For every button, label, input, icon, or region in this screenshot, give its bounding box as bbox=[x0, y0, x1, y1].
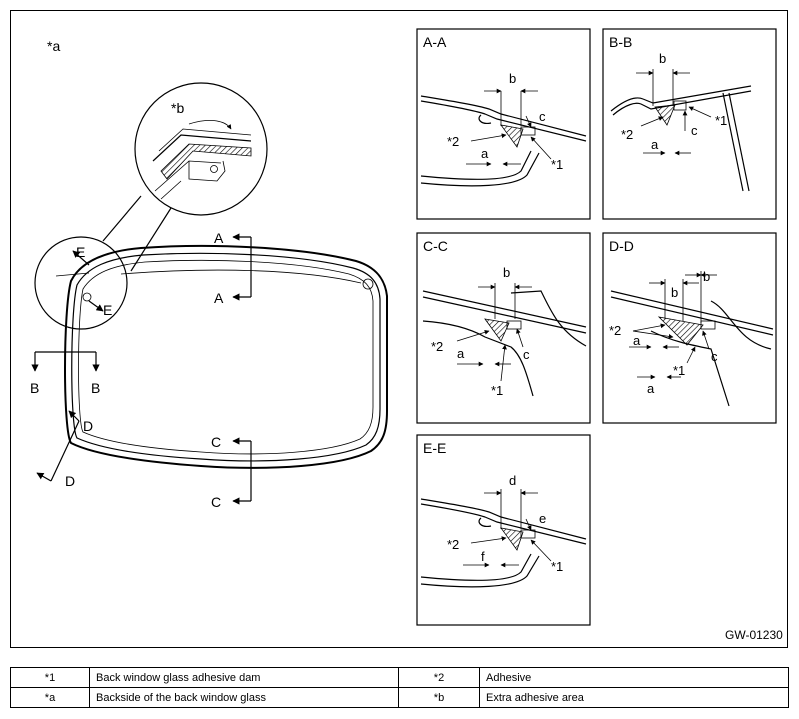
dim-label: b bbox=[509, 71, 516, 86]
label-backside: *a bbox=[47, 38, 60, 54]
diagram-frame: *a A A B B C C bbox=[10, 10, 788, 648]
diagram-svg: *a A A B B C C bbox=[30, 28, 783, 642]
main-view: *a A A B B C C bbox=[30, 38, 388, 510]
dim-label: c bbox=[711, 349, 718, 364]
legend-key: *a bbox=[10, 687, 90, 708]
back-window-glass bbox=[64, 244, 388, 469]
section-letter: D bbox=[65, 473, 75, 489]
magnified-detail: *b bbox=[134, 82, 268, 216]
panel-A-A: A-A b c *2 a *1 bbox=[416, 28, 591, 220]
callout: *1 bbox=[673, 363, 685, 378]
legend-row: *1 Back window glass adhesive dam *2 Adh… bbox=[10, 667, 789, 688]
dim-label: b bbox=[671, 285, 678, 300]
section-marks: A A B B C C D D bbox=[30, 230, 252, 510]
dim-label: c bbox=[523, 347, 530, 362]
dim-label: a bbox=[647, 381, 655, 396]
legend-key: *1 bbox=[10, 667, 90, 688]
dim-label: d bbox=[509, 473, 516, 488]
section-letter: C bbox=[211, 434, 221, 450]
callout: *2 bbox=[609, 323, 621, 338]
callout: *1 bbox=[491, 383, 503, 398]
dim-label: c bbox=[691, 123, 698, 138]
section-letter: D bbox=[83, 418, 93, 434]
dim-label: f bbox=[481, 549, 485, 564]
panel-D-D: D-D b b *2 a c *1 bbox=[602, 232, 777, 424]
callout: *1 bbox=[551, 157, 563, 172]
dim-label: a bbox=[633, 333, 641, 348]
section-letter: E bbox=[103, 302, 112, 318]
figure-code: GW-01230 bbox=[725, 628, 783, 642]
dim-label: a bbox=[651, 137, 659, 152]
callout: *1 bbox=[551, 559, 563, 574]
panel-C-C: C-C b c *2 a *1 bbox=[416, 232, 591, 424]
label-extra-adhesive: *b bbox=[171, 100, 184, 116]
callout: *2 bbox=[447, 537, 459, 552]
legend-key: *b bbox=[398, 687, 480, 708]
legend-value: Adhesive bbox=[479, 667, 789, 688]
dim-label: b bbox=[659, 51, 666, 66]
callout: *1 bbox=[715, 113, 727, 128]
dim-label: a bbox=[481, 146, 489, 161]
legend-row: *a Backside of the back window glass *b … bbox=[10, 687, 789, 708]
callout: *2 bbox=[431, 339, 443, 354]
section-letter: B bbox=[91, 380, 100, 396]
callout: *2 bbox=[447, 134, 459, 149]
legend-key: *2 bbox=[398, 667, 480, 688]
legend-value: Backside of the back window glass bbox=[89, 687, 399, 708]
section-letter: B bbox=[30, 380, 39, 396]
panel-E-E: E-E d e *2 f *1 bbox=[416, 434, 591, 626]
panel-title: C-C bbox=[423, 238, 448, 254]
dim-label: b bbox=[503, 265, 510, 280]
section-panels: A-A b c *2 a *1 B-B bbox=[416, 28, 777, 626]
panel-B-B: B-B b c *2 a *1 bbox=[602, 28, 777, 220]
dim-label: b bbox=[703, 269, 710, 284]
section-letter: A bbox=[214, 230, 224, 246]
section-letter: E bbox=[76, 244, 85, 260]
panel-title: D-D bbox=[609, 238, 634, 254]
dim-label: c bbox=[539, 109, 546, 124]
panel-title: A-A bbox=[423, 34, 447, 50]
legend-table: *1 Back window glass adhesive dam *2 Adh… bbox=[10, 667, 789, 708]
panel-title: E-E bbox=[423, 440, 446, 456]
legend-value: Extra adhesive area bbox=[479, 687, 789, 708]
legend-value: Back window glass adhesive dam bbox=[89, 667, 399, 688]
dim-label: e bbox=[539, 511, 546, 526]
dim-label: a bbox=[457, 346, 465, 361]
section-letter: C bbox=[211, 494, 221, 510]
section-letter: A bbox=[214, 290, 224, 306]
panel-title: B-B bbox=[609, 34, 632, 50]
detail-circle-corner: E E bbox=[34, 195, 172, 330]
callout: *2 bbox=[621, 127, 633, 142]
